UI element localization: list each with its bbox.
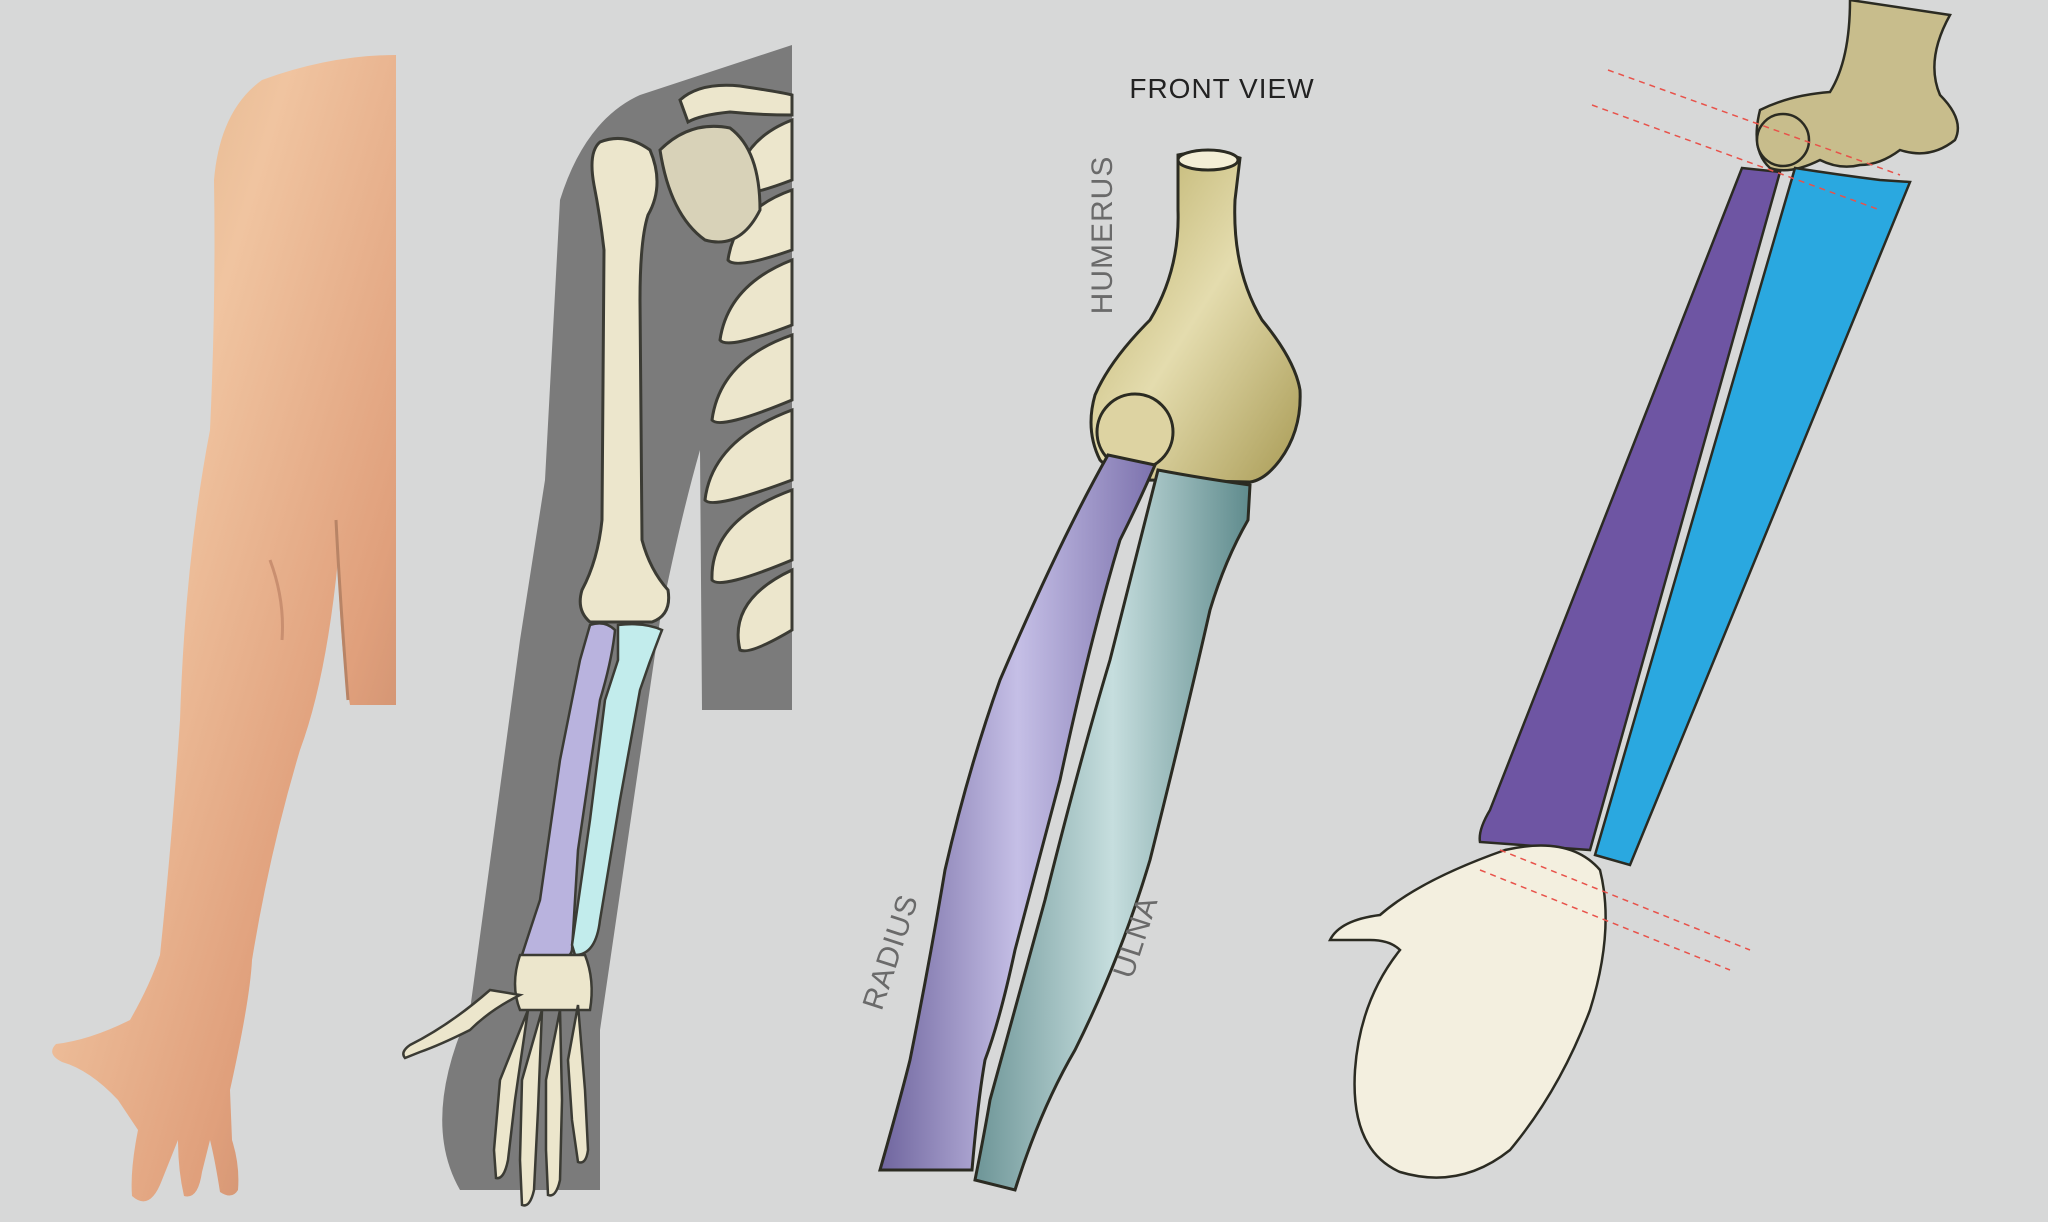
arm-contour-line: [334, 519, 350, 701]
schematic-capitulum: [1755, 112, 1811, 168]
radius-bone: [878, 453, 1158, 1172]
ulna-bone: [973, 468, 1252, 1192]
front-view-panel: FRONT VIEW HUMERUS RADIUS ULNA: [857, 73, 1314, 1192]
schematic-hand: [1327, 844, 1607, 1179]
scapula: [658, 124, 762, 244]
schematic-ulna: [1593, 166, 1912, 867]
humerus-label: HUMERUS: [1086, 156, 1119, 315]
skeleton-radius: [520, 622, 617, 960]
clavicle: [678, 83, 794, 125]
humerus-head-top: [1176, 148, 1240, 172]
skeletal-hand: [402, 953, 593, 1207]
schematic-panel: [1327, 0, 1960, 1179]
arm-skin: [52, 55, 397, 1202]
radius-label: RADIUS: [857, 890, 925, 1014]
arm-photo-panel: [52, 55, 397, 1202]
skeleton-panel: [402, 45, 794, 1207]
elbow-crease: [268, 559, 284, 641]
front-view-label: FRONT VIEW: [1129, 73, 1314, 104]
skeleton-humerus: [578, 136, 671, 624]
alignment-guide-lines: [1479, 69, 1901, 971]
rib-cage: [703, 117, 794, 653]
